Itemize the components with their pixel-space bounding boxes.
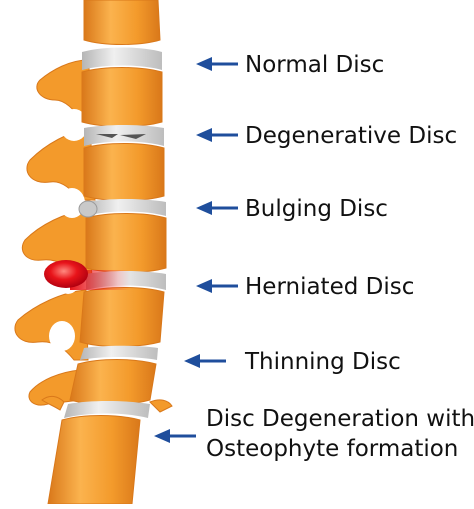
label-bulging-disc: Bulging Disc bbox=[245, 196, 388, 222]
herniation bbox=[44, 260, 130, 290]
arrow-thinning bbox=[184, 354, 226, 368]
arrow-herniated bbox=[196, 279, 238, 293]
arrow-normal bbox=[196, 57, 238, 71]
label-normal-disc: Normal Disc bbox=[245, 52, 384, 78]
osteophytes bbox=[41, 395, 173, 413]
label-osteophyte-line1: Disc Degeneration with bbox=[206, 406, 474, 432]
label-thinning-disc: Thinning Disc bbox=[244, 349, 401, 375]
labels: Normal Disc Degenerative Disc Bulging Di… bbox=[206, 52, 474, 462]
pointer-arrows bbox=[154, 57, 238, 443]
label-degenerative-disc: Degenerative Disc bbox=[245, 123, 457, 149]
label-osteophyte-line2: Osteophyte formation bbox=[206, 436, 458, 462]
arrow-degenerative bbox=[196, 128, 238, 142]
posterior-processes bbox=[14, 59, 96, 406]
vertebral-bodies bbox=[47, 0, 167, 505]
arrow-osteophyte bbox=[154, 429, 196, 443]
label-herniated-disc: Herniated Disc bbox=[245, 274, 414, 300]
arrow-bulging bbox=[196, 201, 238, 215]
